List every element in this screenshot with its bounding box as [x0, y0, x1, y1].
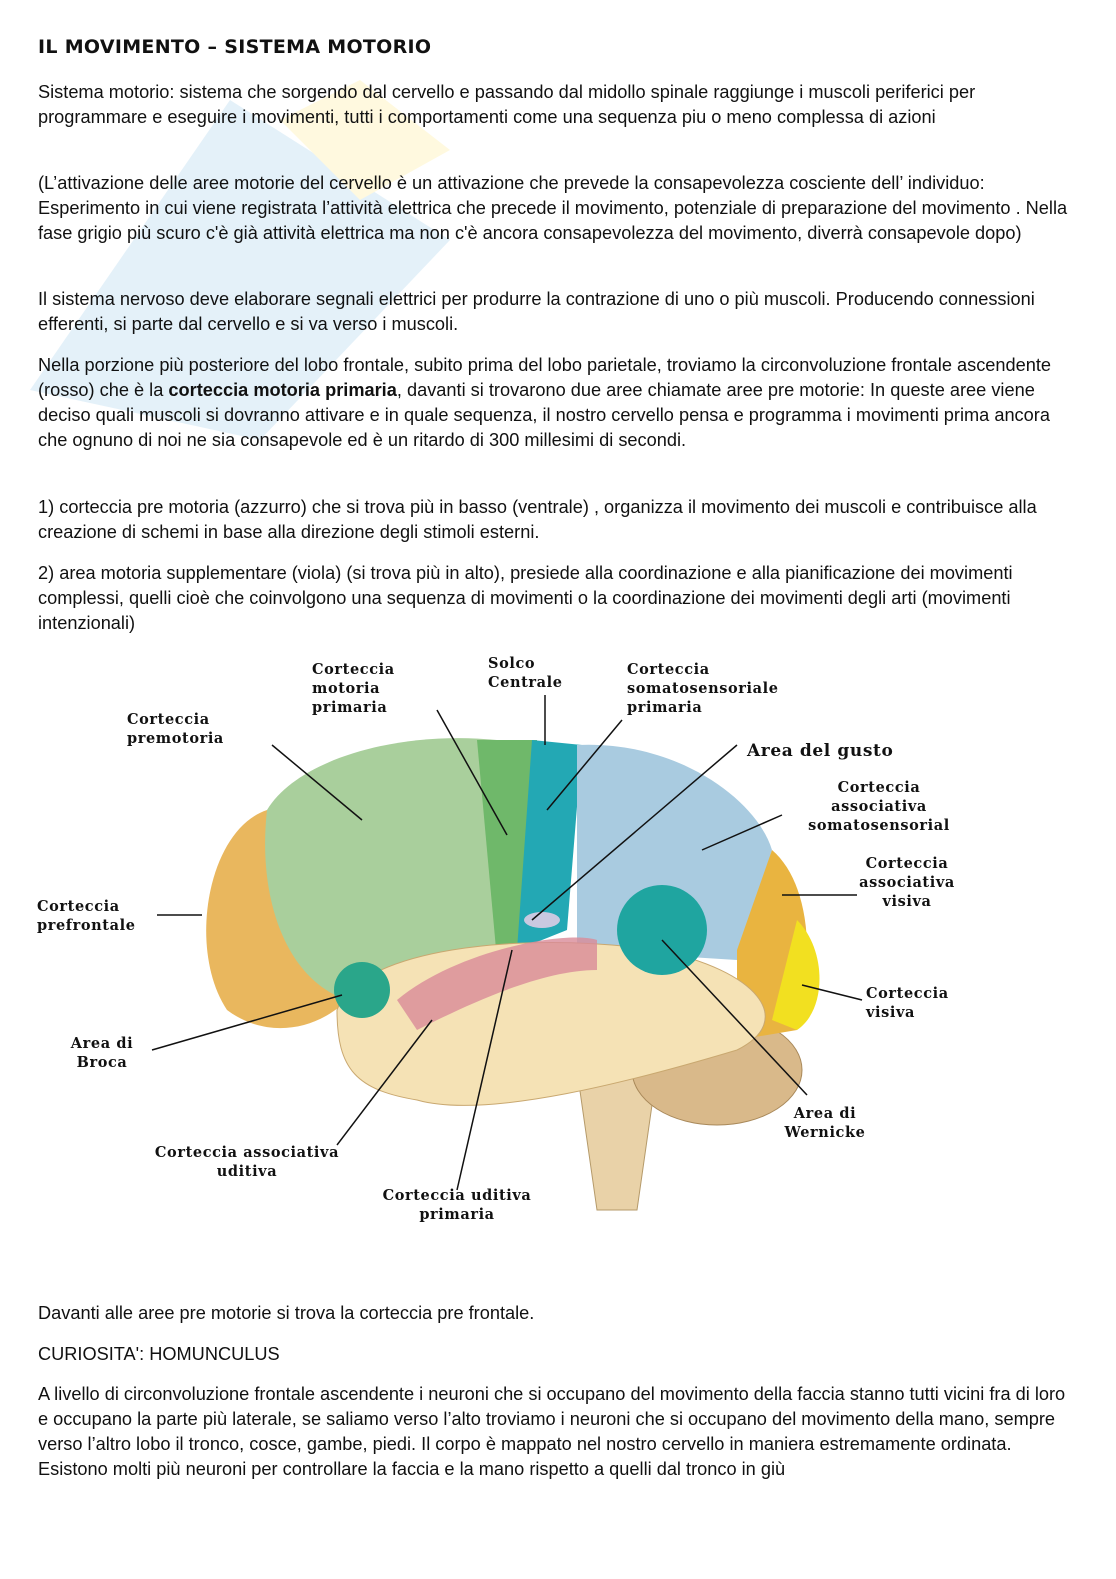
watermark-logo: [30, 80, 450, 440]
label-broca-area: Area di Broca: [70, 1035, 134, 1071]
paragraph-homunculus-heading: CURIOSITA': HOMUNCULUS: [38, 1344, 280, 1364]
label-primary-motor-cortex: Corteccia motoria primaria: [312, 661, 395, 716]
paragraph-motor-cortex: Nella porzione più posteriore del lobo f…: [38, 353, 1073, 453]
paragraph-premotor: 1) corteccia pre motoria (azzurro) che s…: [38, 497, 1037, 542]
premotor-area: [265, 738, 507, 1000]
auditory-cortex: [397, 937, 597, 1030]
label-taste-area: Area del gusto: [747, 741, 894, 761]
label-central-sulcus: Solco Centrale: [488, 655, 563, 691]
label-primary-auditory: Corteccia uditiva primaria: [382, 1187, 532, 1223]
bold-term: corteccia motoria primaria: [168, 380, 397, 400]
paragraph-prefrontal: Davanti alle aree pre motorie si trova l…: [38, 1303, 535, 1323]
wernicke-area: [617, 885, 707, 975]
visual-cortex: [772, 920, 820, 1030]
label-visual-cortex: Corteccia visiva: [866, 985, 949, 1021]
paragraph-nervous-system: Il sistema nervoso deve elaborare segnal…: [38, 289, 1035, 334]
paragraph-intro: Sistema motorio: sistema che sorgendo da…: [38, 82, 976, 127]
label-prefrontal-cortex: Corteccia prefrontale: [37, 898, 136, 934]
brain-figure: Corteccia motoria primaria Solco Central…: [37, 650, 968, 1245]
page-title: IL MOVIMENTO – SISTEMA MOTORIO: [38, 36, 432, 58]
text: Nella porzione più posteriore del lobo f…: [38, 355, 1052, 400]
text: , davanti si trovarono due aree chiamate…: [38, 380, 1050, 450]
taste-area: [524, 912, 560, 928]
label-visual-association: Corteccia associativa visiva: [859, 855, 955, 910]
somatosensory-primary: [517, 740, 582, 950]
leader-lines: [151, 695, 863, 1191]
label-primary-somatosensory: Corteccia somatosensoriale primaria: [627, 661, 779, 716]
label-auditory-association: Corteccia associativa uditiva: [154, 1144, 340, 1180]
paragraph-activation: (L’attivazione delle aree motorie del ce…: [38, 173, 1068, 243]
paragraph-supplementary: 2) area motoria supplementare (viola) (s…: [38, 563, 1013, 633]
broca-area: [334, 962, 390, 1018]
brain-illustration: [151, 695, 863, 1211]
label-somatosensory-association: Corteccia associativa somatosensorial: [808, 779, 950, 834]
label-premotor-cortex: Corteccia premotoria: [127, 711, 224, 747]
label-wernicke-area: Area di Wernicke: [784, 1105, 866, 1141]
paragraph-homunculus: A livello di circonvoluzione frontale as…: [38, 1384, 1066, 1479]
